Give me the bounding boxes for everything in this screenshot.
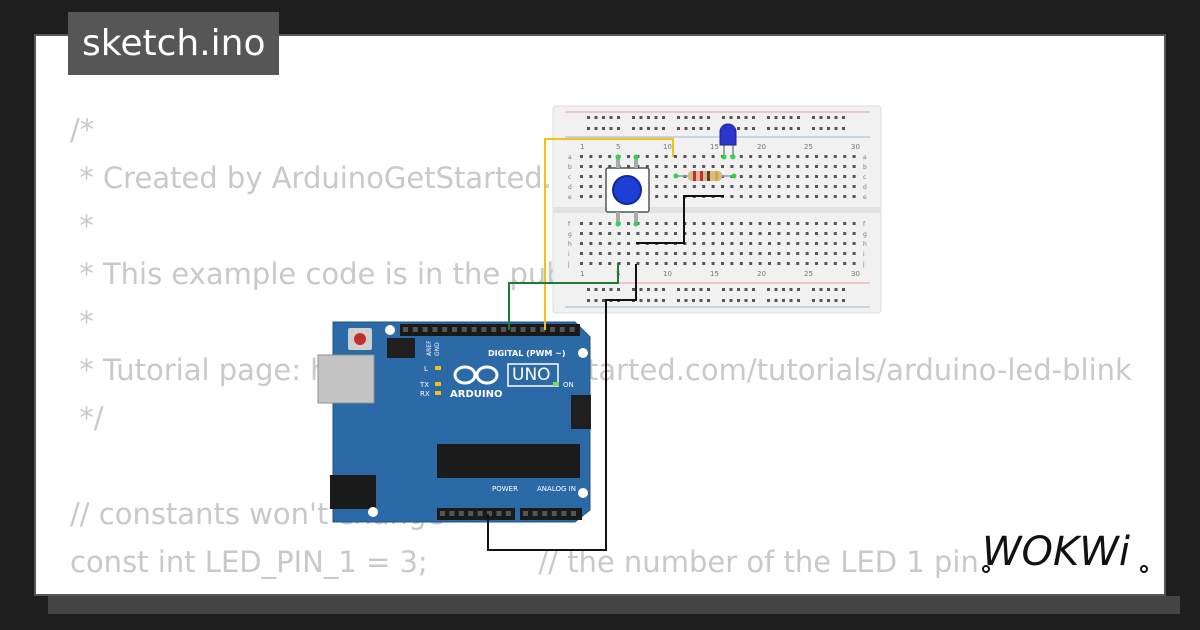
- breadboard[interactable]: 1 5 10 15 20 25 30 1 5 10 15 20 25 30 a …: [552, 105, 882, 314]
- wokwi-logo: WOKWi: [982, 529, 1148, 575]
- col-number: 25: [804, 270, 813, 278]
- row-letter: g: [863, 231, 867, 238]
- blue-led[interactable]: [719, 123, 737, 160]
- resistor[interactable]: [673, 171, 737, 181]
- aref-label: AREF: [426, 340, 433, 356]
- row-letter: f: [568, 221, 571, 228]
- col-number: 15: [710, 143, 719, 151]
- row-letter: c: [568, 174, 571, 181]
- uno-label: UNO: [512, 365, 551, 385]
- row-letter: f: [863, 221, 866, 228]
- row-letter: h: [863, 241, 867, 248]
- wokwi-logo-text: WOKWi: [982, 529, 1130, 575]
- row-letter: d: [568, 184, 572, 191]
- l-label: L: [424, 365, 428, 373]
- breadboard-row-letters: a b c d e f g h i j a b c d e f g h i j: [567, 154, 867, 268]
- row-letter: b: [568, 164, 572, 171]
- row-letter: e: [568, 194, 572, 201]
- wires: [487, 138, 724, 551]
- row-letter: j: [567, 261, 570, 268]
- power-label: POWER: [492, 485, 518, 493]
- wire-yellow[interactable]: [544, 138, 674, 330]
- gnd-label: GND: [434, 342, 441, 356]
- row-letter: g: [568, 231, 572, 238]
- pushbutton-cap[interactable]: [612, 175, 642, 205]
- col-number: 30: [851, 143, 860, 151]
- row-letter: i: [863, 251, 865, 258]
- wire-black-button-led[interactable]: [636, 195, 724, 244]
- digital-label: DIGITAL (PWM ~): [488, 349, 566, 358]
- arduino-uno-board[interactable]: UNO ARDUINO DIGITAL (PWM ~) POWER ANALOG…: [317, 321, 591, 523]
- code-line: const int LED_PIN_2 = LED_BUILTIN; // th…: [70, 586, 1132, 594]
- col-number: 30: [851, 270, 860, 278]
- arduino-logo-icon: [453, 365, 499, 385]
- col-number: 5: [616, 143, 620, 151]
- bottom-pin-holes: [440, 511, 576, 516]
- row-letter: b: [863, 164, 867, 171]
- col-number: 1: [580, 270, 584, 278]
- card-shadow: [48, 596, 1180, 614]
- usb-port: [317, 354, 375, 404]
- digital-pin-holes: [403, 327, 575, 332]
- pushbutton[interactable]: [605, 154, 650, 227]
- arduino-label: ARDUINO: [450, 389, 502, 400]
- col-number: 10: [663, 143, 672, 151]
- icsp-header-2: [571, 395, 591, 429]
- col-number: 15: [710, 270, 719, 278]
- row-letter: a: [568, 154, 572, 161]
- row-letter: d: [863, 184, 867, 191]
- breadboard-holes: [580, 116, 856, 302]
- analog-label: ANALOG IN: [537, 485, 576, 493]
- power-header: [437, 508, 515, 520]
- rx-label: RX: [420, 390, 430, 398]
- code-line: *: [70, 305, 94, 339]
- on-label: ON: [563, 381, 574, 389]
- row-letter: e: [863, 194, 867, 201]
- col-number: 25: [804, 143, 813, 151]
- col-number: 20: [757, 270, 766, 278]
- wire-green[interactable]: [508, 263, 619, 330]
- row-letter: h: [568, 241, 572, 248]
- power-jack: [330, 475, 376, 509]
- tx-label: TX: [419, 381, 429, 389]
- row-letter: i: [568, 251, 570, 258]
- wire-black-rail[interactable]: [627, 264, 637, 301]
- wire-black-gnd[interactable]: [487, 299, 627, 551]
- file-name-tab[interactable]: sketch.ino: [68, 12, 280, 75]
- reset-button-cap[interactable]: [354, 333, 366, 345]
- row-letter: j: [862, 261, 865, 268]
- col-number: 1: [580, 143, 584, 151]
- atmega-chip: [437, 444, 580, 478]
- code-line: */: [70, 401, 104, 435]
- col-number: 20: [757, 143, 766, 151]
- icsp-header: [387, 338, 415, 358]
- code-line: /*: [70, 113, 95, 147]
- code-line: const int LED_PIN_1 = 3; // the number o…: [70, 545, 979, 579]
- code-line: *: [70, 209, 94, 243]
- row-letter: c: [863, 174, 866, 181]
- col-number: 10: [663, 270, 672, 278]
- row-letter: a: [863, 154, 867, 161]
